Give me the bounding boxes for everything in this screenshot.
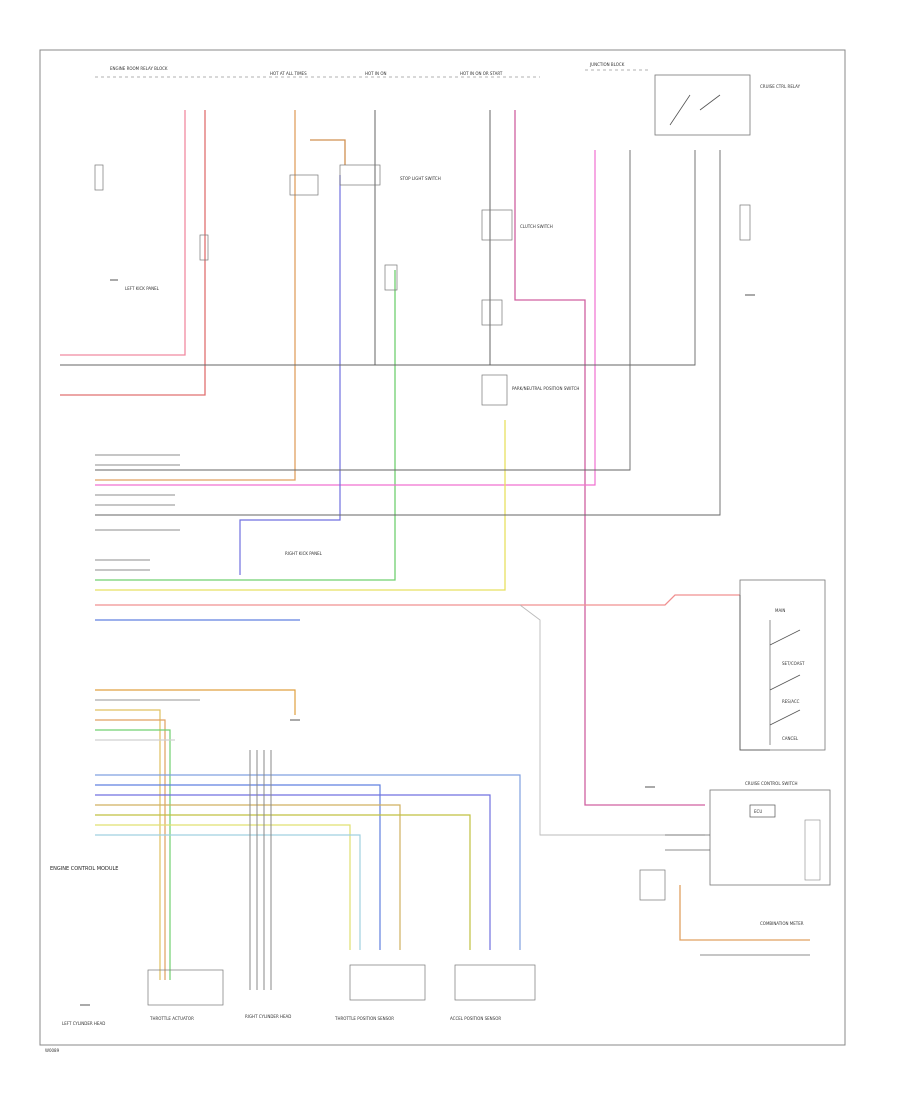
wire-gray-2 [95, 150, 721, 516]
footer-code: W0089 [45, 1048, 60, 1053]
ecm-connector-pins-bottom [95, 689, 521, 980]
label-left-kick-panel: LEFT KICK PANEL [125, 286, 160, 291]
ground-symbols [80, 279, 755, 1006]
label-set-coast: SET/COAST [782, 661, 805, 666]
label-right-kick-panel: RIGHT KICK PANEL [285, 551, 323, 556]
cruise-ecu-box [709, 789, 831, 886]
label-combination-meter: COMBINATION METER [760, 921, 804, 926]
ecm-connector-pins-top [95, 454, 180, 571]
label-left-cylinder-head: LEFT CYLINDER HEAD [62, 1021, 105, 1026]
label-engine-room-relay: ENGINE ROOM RELAY BLOCK [110, 66, 168, 71]
wire-gray-1 [95, 150, 631, 471]
label-hot-all-times: HOT AT ALL TIMES [270, 71, 307, 76]
wire-magenta [95, 150, 596, 486]
wire-gray-3 [60, 150, 696, 366]
label-ecu: ECU [754, 809, 762, 814]
label-ecm: ENGINE CONTROL MODULE [50, 866, 118, 872]
label-hot-in-on-start: HOT IN ON OR START [460, 71, 503, 76]
cruise-switch-contacts [769, 629, 801, 726]
wire-lightgray [519, 604, 705, 836]
label-junction-block: JUNCTION BLOCK [589, 62, 625, 67]
label-accel-position-sensor: ACCEL POSITION SENSOR [450, 1016, 501, 1021]
label-stop-light-switch: STOP LIGHT SWITCH [400, 176, 441, 181]
wire-blue-1 [239, 175, 341, 575]
label-cancel: CANCEL [782, 736, 799, 741]
label-right-cylinder-head: RIGHT CYLINDER HEAD [245, 1014, 291, 1019]
label-cruise-module: CRUISE CONTROL SWITCH [745, 781, 798, 786]
relay-label: CRUISE CTRL RELAY [760, 84, 801, 89]
wire-green [95, 270, 396, 581]
wire-orange-2 [310, 139, 346, 165]
label-hot-in-on: HOT IN ON [365, 71, 386, 76]
wire-pink [514, 110, 705, 806]
cruise-relay-box [654, 74, 751, 136]
wire-orange-1 [95, 110, 296, 481]
label-res-acc: RES/ACC [782, 699, 800, 704]
label-main: MAIN [775, 608, 785, 613]
label-throttle-position-sensor: THROTTLE POSITION SENSOR [334, 1016, 394, 1021]
ecu-connector [804, 819, 821, 881]
cylinder-head-grounds [249, 750, 272, 990]
wire-red-1 [60, 110, 186, 356]
wire-red-cruise [95, 594, 740, 606]
diagram-frame [39, 49, 846, 1046]
label-park-neutral: PARK/NEUTRAL POSITION SWITCH [512, 386, 579, 391]
relay-switch-contacts [669, 94, 721, 126]
ecu-chip [749, 804, 776, 818]
wire-yellow [95, 420, 506, 591]
inline-components [94, 164, 751, 1006]
label-clutch-switch: CLUTCH SWITCH [520, 224, 553, 229]
cruise-switch-common [739, 595, 770, 751]
label-throttle-actuator: THROTTLE ACTUATOR [149, 1016, 194, 1021]
wire-red-2 [60, 110, 206, 396]
wire-orange-meter [679, 885, 810, 941]
